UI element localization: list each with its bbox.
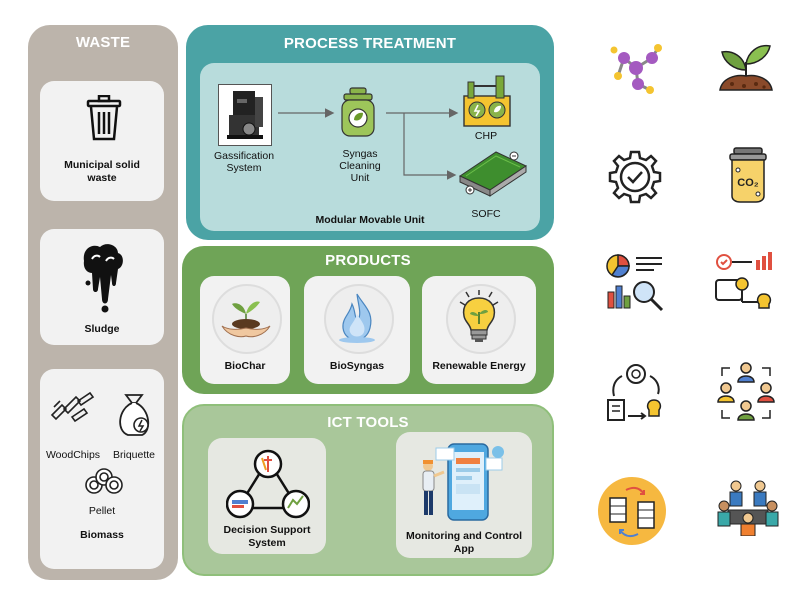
sofc-label: SOFC <box>471 208 501 220</box>
dss-card: Decision Support System <box>208 438 326 554</box>
msw-label: Municipal solid waste <box>64 159 140 184</box>
cleaning-label: Syngas Cleaning Unit <box>339 148 381 184</box>
cycle-workflow-icon <box>607 364 662 421</box>
biochar-label: BioChar <box>224 360 266 372</box>
sludge-card: Sludge <box>40 229 164 345</box>
chp-label: CHP <box>474 130 498 142</box>
woodchips-label: WoodChips <box>45 449 101 461</box>
process-title: PROCESS TREATMENT <box>283 35 457 52</box>
biomass-card: WoodChips Briquette Pellet Biomass <box>40 369 164 569</box>
energy-card: Renewable Energy <box>422 276 536 384</box>
server-sync-icon <box>598 477 666 545</box>
biomass-label: Biomass <box>80 529 124 541</box>
dss-label: Decision Support System <box>223 524 311 549</box>
lightbulb-plant-icon <box>459 290 499 342</box>
products-panel: PRODUCTS BioChar BioSyngas <box>182 246 554 394</box>
monitoring-app-icon <box>422 443 504 521</box>
briquette-label: Briquette <box>112 449 156 461</box>
molecule-icon <box>610 44 662 94</box>
waste-panel: WASTE Municipal solid waste Sludge <box>28 25 178 580</box>
decision-triangle-icon <box>226 449 310 519</box>
sludge-icon <box>83 244 123 313</box>
process-idea-icon <box>715 252 772 309</box>
sludge-label: Sludge <box>84 323 120 335</box>
ict-title: ICT TOOLS <box>327 414 409 431</box>
pellet-icon <box>85 468 123 494</box>
biochar-card: BioChar <box>200 276 290 384</box>
products-title: PRODUCTS <box>325 252 411 269</box>
energy-label: Renewable Energy <box>432 360 526 372</box>
svg-text:CO₂: CO₂ <box>737 177 759 189</box>
briquette-bag-icon <box>119 394 150 436</box>
ict-panel: ICT TOOLS Decision Support System <box>182 404 554 576</box>
app-card: Monitoring and Control App <box>396 432 532 558</box>
msw-card: Municipal solid waste <box>40 81 164 201</box>
team-users-icon <box>717 362 775 421</box>
sprout-soil-icon <box>719 44 773 91</box>
woodchips-icon <box>50 391 95 423</box>
gasification-label: Gassification System <box>213 150 275 174</box>
process-arrows <box>278 108 459 180</box>
app-label: Monitoring and Control App <box>405 530 523 555</box>
biosyngas-label: BioSyngas <box>329 360 385 372</box>
analytics-chart-icon <box>606 254 664 312</box>
gas-cylinder-icon <box>341 87 375 137</box>
blue-flame-icon <box>339 293 375 343</box>
gasifier-icon <box>227 91 263 139</box>
waste-title: WASTE <box>75 34 131 51</box>
sofc-cell-icon <box>458 151 528 197</box>
gear-check-icon <box>608 150 662 204</box>
gasification-image <box>218 84 272 146</box>
co2-jar-icon: CO₂ <box>729 147 767 203</box>
biochar-circle <box>212 284 282 354</box>
biochar-hands-icon <box>221 301 271 338</box>
biosyngas-card: BioSyngas <box>304 276 410 384</box>
unit-label: Modular Movable Unit <box>315 214 425 226</box>
team-meeting-icon <box>717 480 779 536</box>
pellet-label: Pellet <box>88 505 116 517</box>
trash-bin-icon <box>86 95 122 141</box>
chp-plant-icon <box>463 75 511 127</box>
